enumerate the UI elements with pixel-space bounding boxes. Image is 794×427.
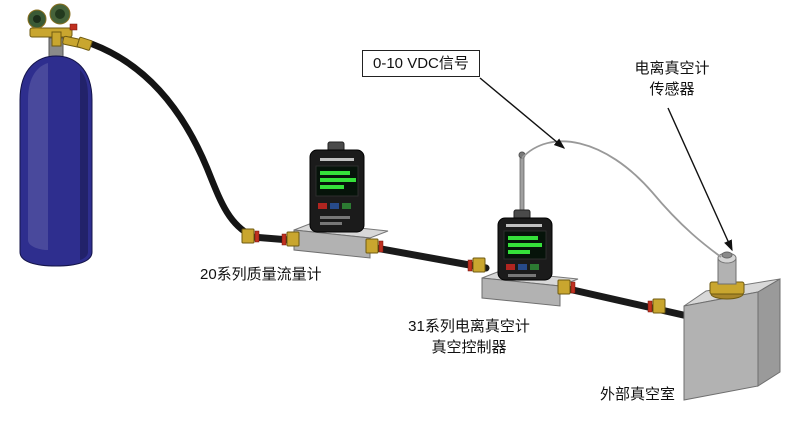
pipe-fittings <box>241 228 666 314</box>
label-flow-meter: 20系列质量流量计 <box>200 266 322 283</box>
controller-rod <box>519 155 525 215</box>
display-line <box>508 243 542 247</box>
display-line <box>508 236 538 240</box>
cylinder-body <box>19 55 93 267</box>
controller-button-green <box>530 264 539 270</box>
controller-button-red <box>506 264 515 270</box>
controller-button-blue <box>518 264 527 270</box>
cylinder-highlight <box>28 63 48 250</box>
label-vacuum-controller-line1: 31系列电离真空计 <box>408 318 530 335</box>
vdc-signal-arrow <box>479 77 566 149</box>
label-vacuum-controller: 31系列电离真空计 真空控制器 <box>394 316 544 358</box>
series-20-mass-flow-meter-icon <box>293 141 389 259</box>
regulator-stem <box>51 31 62 47</box>
flowmeter-text-line <box>320 222 342 225</box>
label-ion-gauge-sensor: 电离真空计 传感器 <box>616 58 728 100</box>
fitting-icon <box>647 298 666 314</box>
hose-fitting <box>76 36 93 51</box>
regulator-red-cap <box>69 23 78 31</box>
pipe-segment-2 <box>372 244 490 272</box>
label-ion-gauge-sensor-line2: 传感器 <box>649 81 695 98</box>
label-vdc-signal: 0-10 VDC信号 <box>362 50 480 77</box>
regulator-bar <box>29 27 73 38</box>
display-line <box>320 185 344 189</box>
chamber-front-face <box>683 291 759 401</box>
flowmeter-text-line <box>320 216 350 219</box>
label-vacuum-chamber: 外部真空室 <box>600 386 676 403</box>
ion-gauge-sensor-icon <box>709 251 745 300</box>
controller-brand <box>506 224 542 227</box>
flowmeter-button-green <box>342 203 351 209</box>
gauge-face-right <box>55 9 65 19</box>
regulator-valve-icon <box>27 3 93 51</box>
display-line <box>320 171 350 175</box>
fitting-icon <box>241 228 260 244</box>
series-31-vacuum-controller-icon <box>481 151 579 307</box>
controller-base-front <box>481 277 561 307</box>
gas-cylinder-icon <box>19 37 93 267</box>
pipe-segment-3 <box>560 284 696 321</box>
fitting-icon <box>281 231 300 247</box>
gauge-face-left <box>33 15 41 23</box>
fitting-icon <box>557 279 576 295</box>
gas-hose-icon <box>88 40 256 240</box>
fitting-icon <box>365 238 384 254</box>
display-line <box>320 178 356 182</box>
display-line <box>508 250 530 254</box>
flowmeter-button-blue <box>330 203 339 209</box>
sensor-cap <box>721 251 733 259</box>
controller-text-line <box>508 274 536 277</box>
label-vacuum-controller-line2: 真空控制器 <box>431 339 507 356</box>
cylinder-shadow <box>80 70 88 260</box>
flowmeter-button-red <box>318 203 327 209</box>
chamber-right-face <box>757 278 781 387</box>
sensor-arrow <box>667 107 733 252</box>
signal-cable-icon <box>521 140 722 258</box>
flowmeter-brand <box>320 158 354 161</box>
fitting-icon <box>467 257 486 273</box>
label-ion-gauge-sensor-line1: 电离真空计 <box>634 60 710 77</box>
